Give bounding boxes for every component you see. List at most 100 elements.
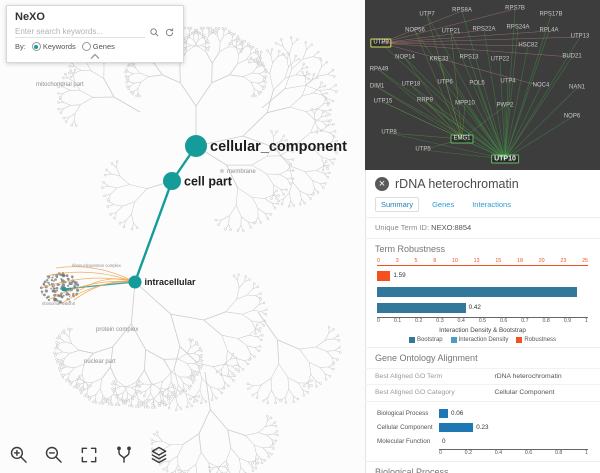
tree-term-label: nuclear part	[84, 359, 116, 365]
gene-node-UTP13[interactable]: UTP13	[570, 33, 590, 40]
gene-node-NOC4[interactable]: NOC4	[532, 82, 550, 89]
gene-node-RPA49[interactable]: RPA49	[369, 66, 389, 73]
gene-network-edges	[376, 8, 581, 160]
search-input[interactable]	[15, 26, 145, 38]
gene-node-RPS13[interactable]: RPS13	[459, 54, 479, 61]
layers-button[interactable]	[146, 442, 171, 467]
gene-node-POL5[interactable]: POL5	[469, 80, 485, 87]
bar-value-label: 1.59	[393, 272, 406, 279]
gene-node-UTP21[interactable]: UTP21	[441, 28, 461, 35]
tree-toolbar	[6, 442, 171, 467]
tree-node-intracellular[interactable]	[128, 275, 142, 289]
term-details-panel: × rDNA heterochromatin Summary Genes Int…	[365, 170, 600, 473]
gene-node-RPS24A[interactable]: RPS24A	[506, 24, 530, 31]
gene-node-PWP2[interactable]: PWP2	[496, 102, 514, 109]
radio-genes-label: Genes	[92, 42, 115, 51]
tree-term-label: membrane	[227, 169, 256, 175]
gene-node-UTP4[interactable]: UTP4	[500, 78, 516, 85]
tree-term-label: ribosomal subunit	[42, 301, 76, 306]
bar-robustness	[377, 270, 391, 281]
gene-node-EMG1[interactable]: EMG1	[450, 134, 474, 144]
gene-node-BUD21[interactable]: BUD21	[562, 53, 582, 60]
gene-node-NAN1[interactable]: NAN1	[568, 84, 586, 91]
term-id-value: NEXO:8854	[431, 223, 472, 232]
search-card: NeXO By: Keywords Genes	[6, 5, 184, 63]
bar-interaction-density	[377, 302, 466, 313]
gene-node-KRE33[interactable]: KRE33	[429, 56, 449, 63]
expand-branches-button[interactable]	[111, 442, 136, 467]
bar-bootstrap	[377, 286, 578, 297]
tab-summary[interactable]: Summary	[375, 197, 420, 212]
gene-node-RPL4A[interactable]: RPL4A	[539, 27, 559, 34]
robustness-axis-title: Interaction Density & Bootstrap	[439, 327, 526, 334]
radio-genes-icon	[81, 42, 91, 51]
gene-node-UTP22[interactable]: UTP22	[490, 56, 510, 63]
tree-node-label: intracellular	[145, 277, 197, 287]
gene-node-RRP9[interactable]: RRP9	[416, 97, 434, 104]
search-icon[interactable]	[149, 27, 160, 38]
tree-term-label: ribonucleoprotein complex	[72, 263, 122, 268]
robustness-top-axis-line	[377, 265, 588, 266]
bar-value-label: 0.23	[476, 423, 489, 431]
gene-node-UTP9[interactable]: UTP9	[370, 38, 392, 48]
gene-node-UTP6[interactable]: UTP6	[437, 79, 453, 86]
gene-node-RPS7B[interactable]: RPS7B	[505, 5, 525, 12]
gene-node-UTP10[interactable]: UTP10	[491, 154, 519, 164]
legend-item: Interaction Density	[450, 337, 508, 343]
radio-keywords[interactable]: Keywords	[31, 42, 76, 51]
tree-node-cellular_component[interactable]	[185, 135, 207, 157]
gene-node-UTP15[interactable]: UTP15	[373, 98, 393, 105]
gene-node-RPS22A[interactable]: RPS22A	[472, 26, 496, 33]
gene-node-HSC82[interactable]: HSC82	[518, 42, 538, 49]
tree-term-label: protein complex	[96, 327, 138, 333]
radio-keywords-icon	[31, 42, 41, 51]
gene-node-UTP18[interactable]: UTP18	[401, 81, 421, 88]
go-score-bar	[439, 408, 448, 418]
tree-node-label: cell part	[184, 174, 233, 188]
bar-row-bootstrap	[377, 285, 588, 298]
radio-genes[interactable]: Genes	[81, 42, 115, 51]
tree-node-label: cellular_component	[210, 139, 347, 155]
gene-network-nodes: UTP7 RPS8A RPS7B RPS17B NOP56 UTP21 RPS22A RPS2…	[365, 0, 600, 170]
gene-node-NOP14[interactable]: NOP14	[395, 54, 415, 61]
zoom-out-button[interactable]	[41, 442, 66, 467]
reset-search-icon[interactable]	[164, 27, 175, 38]
tab-genes[interactable]: Genes	[432, 200, 455, 209]
gene-node-RPS8A[interactable]: RPS8A	[452, 7, 472, 14]
tree-term-label: mitochondrial part	[36, 82, 84, 88]
tree-node-cell-part[interactable]	[163, 172, 181, 190]
section-biological-process: Biological Process	[365, 461, 600, 473]
gene-network-panel[interactable]: UTP7 RPS8A RPS7B RPS17B NOP56 UTP21 RPS22A RPS2…	[365, 0, 600, 170]
unique-term-id: Unique Term ID: NEXO:8854	[365, 218, 600, 234]
gene-node-UTP5[interactable]: UTP5	[415, 146, 431, 153]
gene-node-DIM1[interactable]: DIM1	[369, 83, 385, 90]
gene-node-UTP8[interactable]: UTP8	[381, 129, 397, 136]
section-go-alignment: Gene Ontology Alignment	[365, 347, 600, 366]
fit-to-screen-button[interactable]	[76, 442, 101, 467]
collapse-chevron-icon[interactable]	[15, 53, 175, 60]
gene-node-RPS17B[interactable]: RPS17B	[539, 11, 563, 18]
tab-interactions[interactable]: Interactions	[472, 200, 511, 209]
search-by-label: By:	[15, 42, 26, 51]
term-title: rDNA heterochromatin	[395, 177, 519, 191]
legend-item: Bootstrap	[408, 337, 443, 343]
gene-node-NOP56[interactable]: NOP56	[405, 27, 425, 34]
gene-node-UTP7[interactable]: UTP7	[419, 11, 435, 18]
details-tabs: Summary Genes Interactions	[365, 195, 600, 218]
gene-node-NOP6[interactable]: NOP6	[563, 113, 581, 120]
close-details-icon[interactable]: ×	[375, 177, 389, 191]
section-term-robustness: Term Robustness	[365, 238, 600, 257]
gene-node-MPP10[interactable]: MPP10	[455, 100, 475, 107]
zoom-in-button[interactable]	[6, 442, 31, 467]
